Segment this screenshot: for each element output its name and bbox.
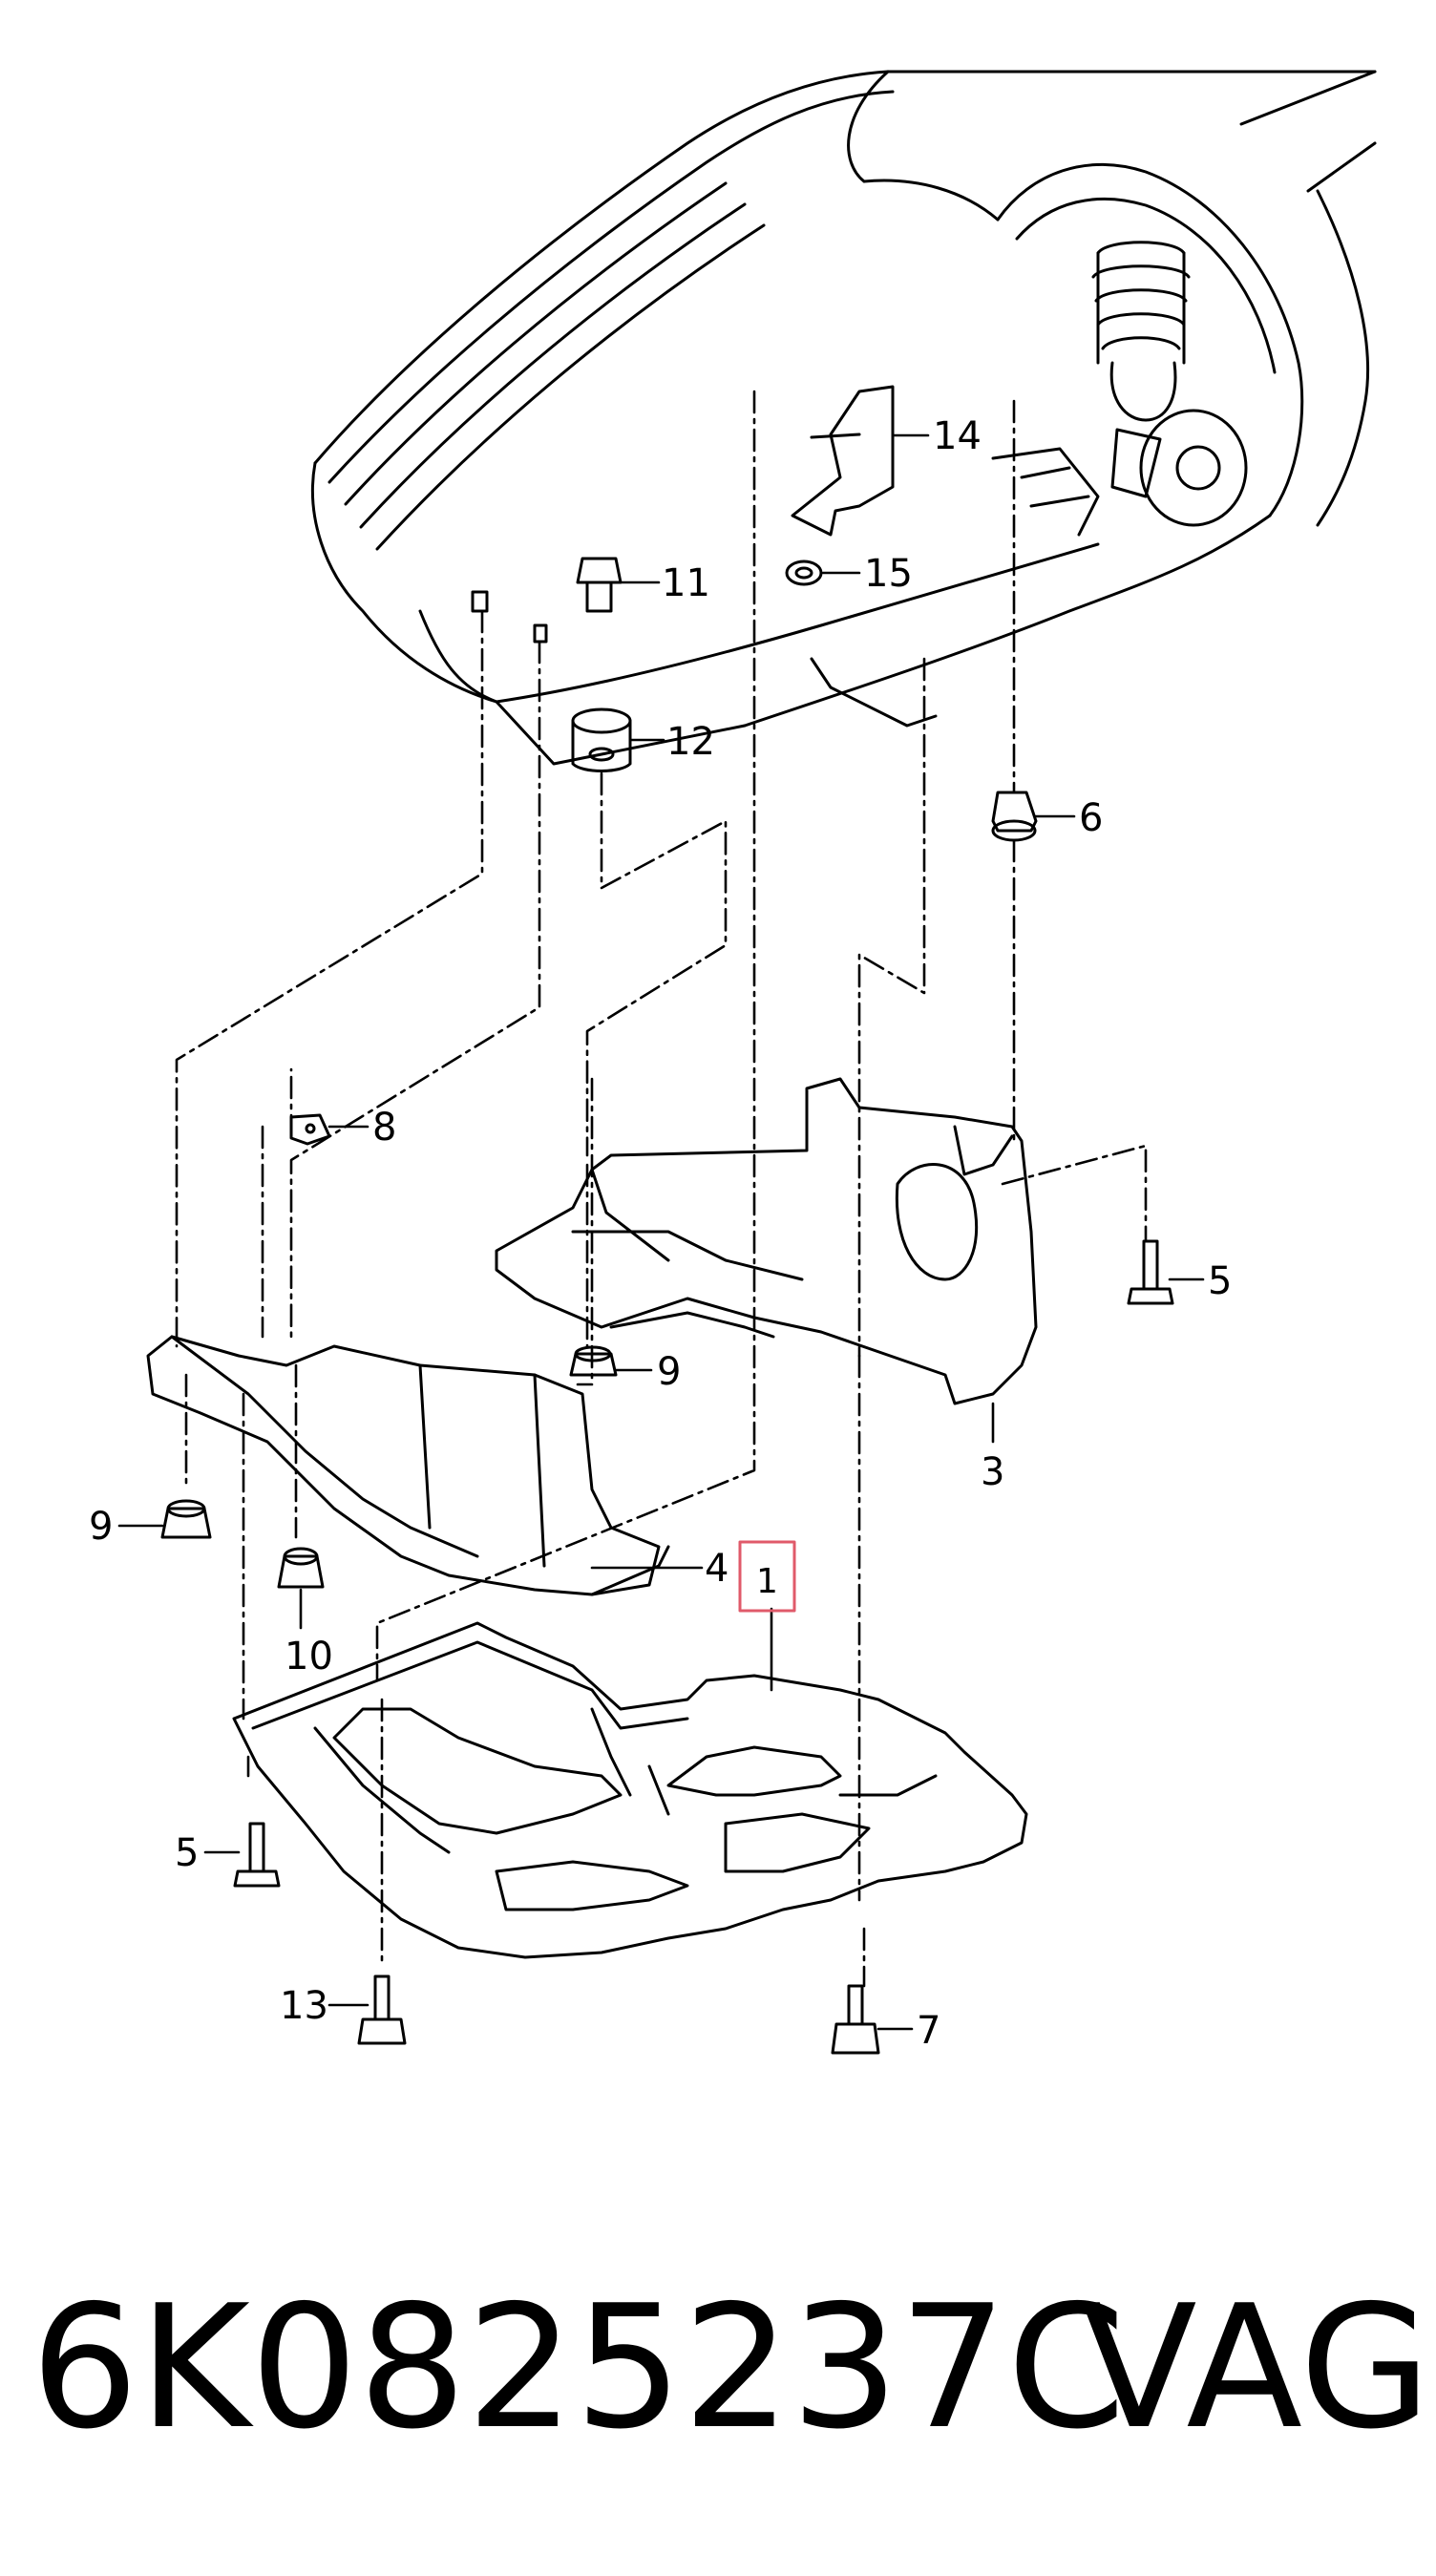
clip-15 [785, 560, 823, 586]
label-14: 14 [933, 414, 982, 458]
label-4: 4 [705, 1547, 729, 1591]
exploded-parts-diagram: 14 15 11 12 6 8 5 9 3 9 4 10 1 5 13 7 [89, 70, 1377, 2055]
label-3: 3 [981, 1450, 1004, 1494]
screw-13 [357, 1974, 407, 2045]
side-shield-3 [495, 1077, 1038, 1405]
label-9-upper: 9 [657, 1350, 681, 1394]
car-body-outline [311, 70, 1377, 766]
label-11: 11 [662, 561, 710, 605]
assembly-leader-lines [175, 390, 1148, 1988]
label-13: 13 [280, 1984, 328, 2028]
brand-name: VAG [1081, 2269, 1431, 2466]
label-8: 8 [372, 1106, 396, 1150]
spacer-12 [571, 707, 632, 772]
label-1: 1 [756, 1562, 778, 1601]
nut-9-lower [160, 1499, 212, 1539]
caption: 6K0825237C VAG [31, 2253, 1431, 2482]
label-5-right: 5 [1208, 1259, 1232, 1303]
label-12: 12 [666, 720, 715, 764]
suspension-spring [1091, 241, 1248, 527]
highlight-box [738, 1540, 796, 1613]
screw-5-right [1127, 1239, 1174, 1305]
clip-nut-6 [991, 791, 1038, 842]
bracket-14 [791, 385, 895, 537]
label-15: 15 [864, 552, 913, 596]
label-7: 7 [917, 2009, 940, 2053]
expanding-rivet-11 [576, 557, 623, 613]
left-shield-4 [146, 1335, 670, 1596]
label-5-left: 5 [175, 1831, 199, 1875]
callout-lines [117, 433, 1205, 2031]
nut-9-upper [569, 1345, 618, 1377]
underbody-shield-1 [232, 1621, 1028, 1959]
label-9-lower: 9 [89, 1505, 113, 1549]
nut-10 [277, 1547, 325, 1589]
label-6: 6 [1079, 796, 1103, 840]
screw-7 [831, 1984, 880, 2055]
part-labels: 14 15 11 12 6 8 5 9 3 9 4 10 1 5 13 7 [89, 414, 1232, 2053]
label-10: 10 [285, 1635, 333, 1679]
part-number: 6K0825237C [31, 2269, 1127, 2466]
small-screws-top [471, 590, 548, 644]
clip-8 [289, 1113, 331, 1146]
screw-5-left [233, 1822, 281, 1888]
